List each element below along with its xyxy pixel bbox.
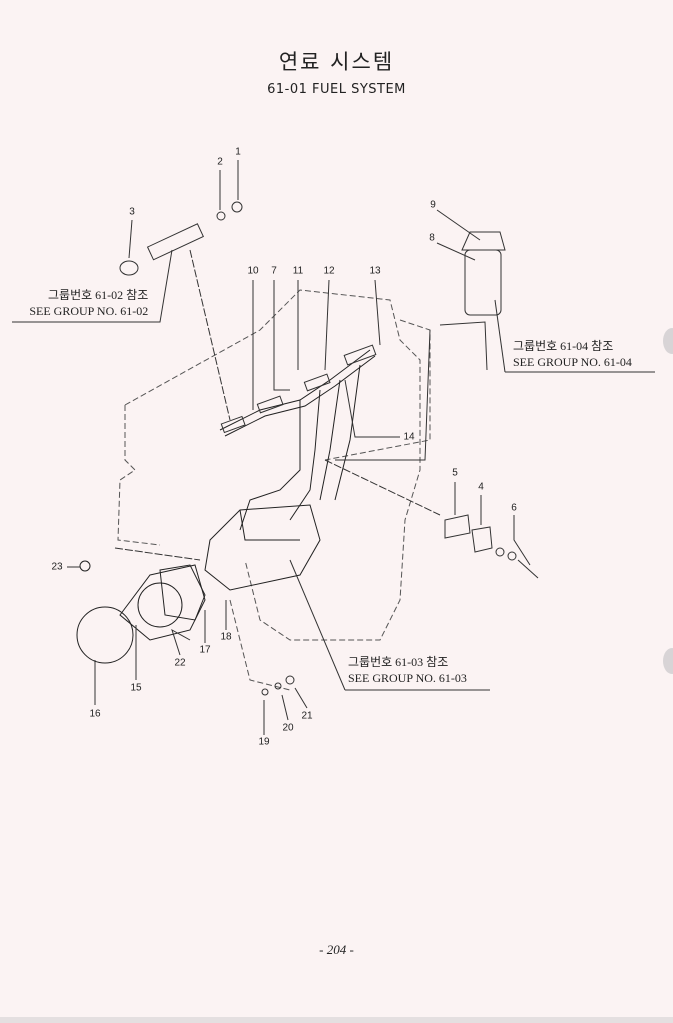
part-callout: 16 (89, 708, 101, 720)
part-callout: 12 (323, 265, 335, 277)
part-callout: 19 (258, 736, 270, 748)
part-callout: 7 (271, 265, 277, 277)
part-callout: 20 (282, 722, 294, 734)
part-callout: 2 (217, 156, 223, 168)
engine-block (117, 289, 431, 691)
part-callout: 17 (199, 644, 211, 656)
reference-61-02: 그룹번호 61-02 참조 SEE GROUP NO. 61-02 (29, 287, 149, 319)
part-callout: 8 (429, 232, 435, 244)
part-callout: 1 (235, 146, 241, 158)
part-callout: 14 (403, 431, 415, 443)
reference-english: SEE GROUP NO. 61-02 (29, 304, 149, 318)
reference-korean: 그룹번호 61-03 참조 (348, 655, 449, 669)
reference-korean: 그룹번호 61-04 참조 (513, 339, 614, 353)
injection-pump (76, 504, 321, 664)
injection-pipes (219, 349, 376, 531)
page-title-english: 61-01 FUEL SYSTEM (267, 82, 406, 97)
reference-korean: 그룹번호 61-02 참조 (48, 288, 149, 302)
part-callout: 23 (51, 561, 63, 573)
part-callout: 11 (292, 265, 304, 277)
binder-hole (663, 648, 673, 674)
fuel-filter (335, 231, 506, 461)
reference-61-04: 그룹번호 61-04 참조 SEE GROUP NO. 61-04 (513, 338, 632, 370)
scan-edge (0, 1017, 673, 1023)
part-callout: 4 (478, 481, 484, 493)
page-number: - 204 - (319, 942, 354, 957)
part-callout: 13 (369, 265, 381, 277)
part-callout: 5 (452, 467, 458, 479)
clamp-parts (261, 514, 539, 696)
part-callout: 21 (301, 710, 313, 722)
leader-lines (12, 160, 655, 735)
part-callout: 9 (430, 199, 436, 211)
part-callout: 6 (511, 502, 517, 514)
page-title-korean: 연료 시스템 (278, 50, 395, 74)
reference-english: SEE GROUP NO. 61-04 (513, 355, 632, 369)
part-callout: 18 (220, 631, 232, 643)
part-callout: 3 (129, 206, 135, 218)
reference-61-03: 그룹번호 61-03 참조 SEE GROUP NO. 61-03 (348, 654, 467, 686)
part-callout: 22 (174, 657, 186, 669)
part-callout: 10 (247, 265, 259, 277)
injectors (119, 201, 377, 434)
part-callout: 15 (130, 682, 142, 694)
binder-hole (663, 328, 673, 354)
reference-english: SEE GROUP NO. 61-03 (348, 671, 467, 685)
